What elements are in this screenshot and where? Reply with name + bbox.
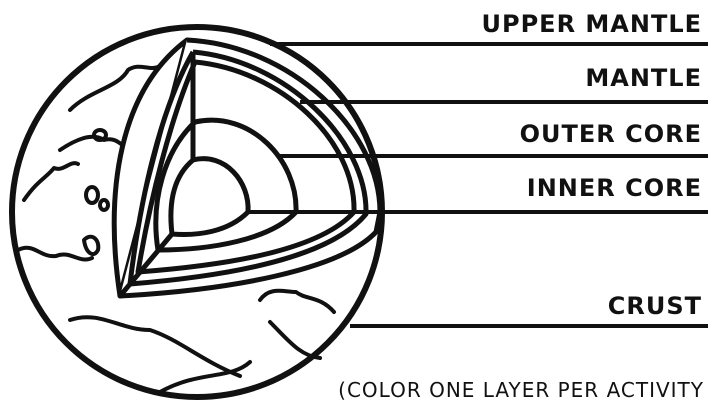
label-mantle: MANTLE (585, 66, 702, 90)
label-upper-mantle: UPPER MANTLE (482, 12, 703, 36)
label-inner-core: INNER CORE (527, 176, 702, 200)
label-crust: CRUST (608, 294, 702, 318)
label-outer-core: OUTER CORE (520, 122, 702, 146)
activity-note: (COLOR ONE LAYER PER ACTIVITY (338, 380, 704, 400)
